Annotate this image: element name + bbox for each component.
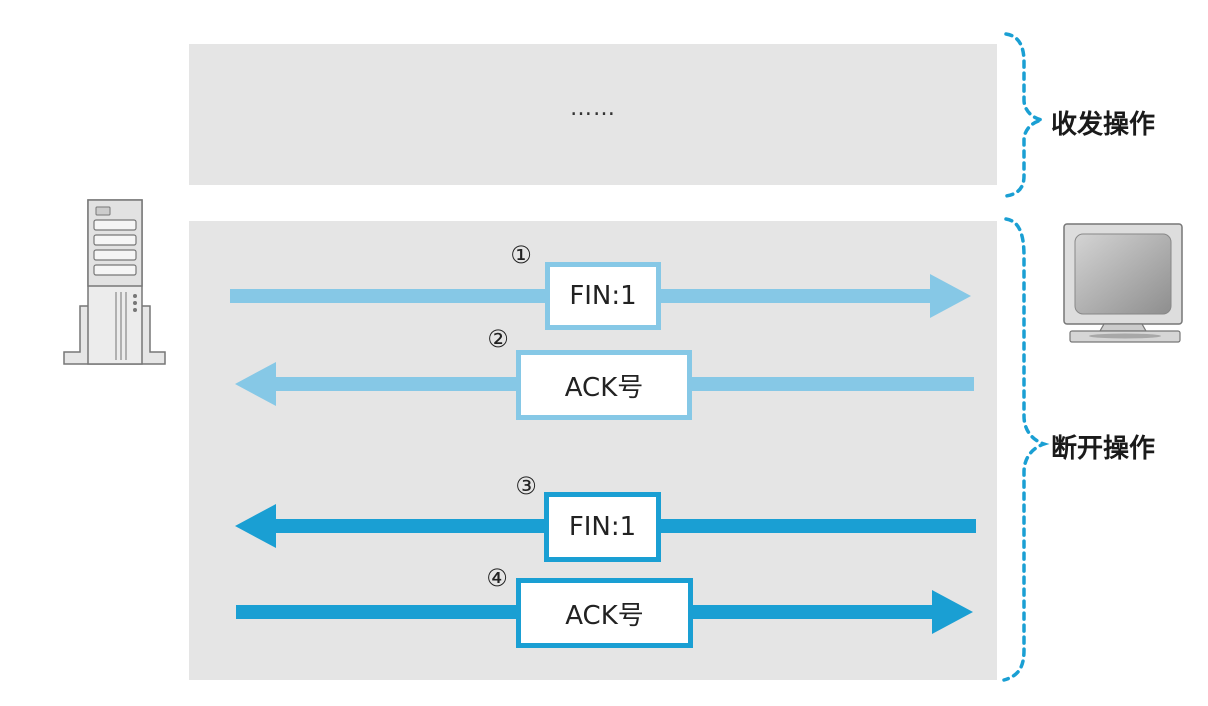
step-number-4: ④ (486, 564, 508, 592)
bracket-disconnect (1002, 217, 1050, 682)
server-icon (63, 199, 166, 365)
label-disconnect: 断开操作 (1051, 434, 1156, 464)
bracket-data-exchange (1004, 32, 1043, 198)
client-monitor-icon (1063, 223, 1183, 343)
message-box-ack-1: ACK号 (516, 350, 692, 420)
label-data-exchange: 收发操作 (1051, 110, 1156, 140)
message-box-fin-1: FIN:1 (545, 262, 661, 330)
message-box-ack-2: ACK号 (516, 578, 693, 648)
message-box-fin-2: FIN:1 (544, 492, 661, 562)
omitted-content-ellipsis: …… (570, 96, 616, 121)
data-exchange-panel: …… (189, 44, 997, 185)
step-number-3: ③ (515, 472, 537, 500)
step-number-1: ① (510, 241, 532, 269)
step-number-2: ② (487, 325, 509, 353)
